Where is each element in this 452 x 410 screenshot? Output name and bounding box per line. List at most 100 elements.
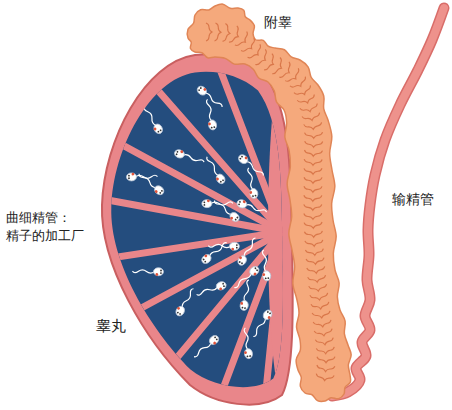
sperm-eye [234,218,237,221]
sperm-cell [239,279,253,311]
epididymis-coil [304,122,323,130]
sperm-cell [195,84,224,110]
sperm-eye [199,87,202,90]
sperm-head [262,308,274,321]
sperm-cell [250,308,274,338]
sperm-eye [222,179,224,181]
sperm-tail [135,175,157,178]
epididymis-coil [300,104,319,114]
sperm-cap [244,156,248,160]
epididymis-axis [205,32,326,385]
sperm-cap [208,122,211,125]
sperm-tail [196,286,218,296]
sperm-cell [212,197,241,223]
epididymis-coil [302,113,321,123]
sperm-head [244,348,253,359]
sperm-head [215,280,227,291]
sperm-cell [141,105,164,136]
epididymis-coil [307,266,325,274]
epididymis-coil [272,58,285,77]
epididymis-coil [304,204,322,210]
sperm-head [228,211,241,224]
sperm-cell [126,173,157,181]
sperm-tail [243,280,250,302]
sperm-head [239,300,249,311]
sperm-eye [265,277,267,279]
sperm-head [200,253,213,265]
sperm-tail [183,154,205,164]
sperm-cap [239,256,243,260]
sperm-tail [244,328,250,350]
sperm-cap [153,127,157,131]
sperm-eye [176,151,178,153]
part-label: 附睾 [264,13,292,32]
sperm-eye [161,190,164,193]
epididymis-coil [308,275,327,283]
sperm-eye [267,277,269,279]
sperm-cap [207,199,210,202]
epididymis-coil [315,338,334,346]
sperm-eye [236,247,238,249]
sperm-head [208,119,218,130]
sperm-tail [209,242,228,258]
sperm-eye [256,269,259,272]
epididymis-coil [294,85,313,98]
epididymis-coil [305,240,323,247]
sperm-eye [159,129,161,131]
sperm-eye [216,338,219,341]
part-label: 输精管 [392,190,434,209]
part-label: 睾丸 [96,316,126,336]
sperm-eye [249,355,251,357]
sperm-cell [136,171,165,197]
sperm-cell [191,334,220,360]
sperm-head [195,84,208,97]
sperm-eye [214,336,217,339]
sperm-eye [179,313,181,315]
sperm-head [237,153,250,166]
sperm-eye [202,258,205,261]
lobule-group [80,30,300,410]
sperm-tail [208,244,230,248]
sperm-eye [254,267,257,270]
sperm-tail [181,288,195,308]
sperm-cell [174,287,197,318]
sperm-head [248,265,261,278]
epididymis-coil [229,26,242,45]
sperm-head [236,254,248,267]
epididymis-coil [241,38,258,55]
sperm-tail [206,99,213,121]
sperm-cell [202,199,233,207]
epididymis-coil [311,302,330,310]
sperm-cap [253,272,257,276]
sperm-eye [213,126,215,128]
sperm-cap [231,248,234,251]
sperm-tail [204,92,223,108]
epididymis-coil [306,258,324,265]
sperm-head [126,173,136,181]
sperm-head [153,184,166,197]
epididymis-coil [304,213,322,219]
sperm-head [153,268,163,276]
sperm-eye [176,153,178,155]
vas-deferens-outline [332,8,444,396]
sperm-tail [245,161,264,177]
sperm-cell [173,148,205,166]
epididymis-coil [297,94,316,105]
sperm-eye [236,216,239,219]
sperm-cap [155,273,158,276]
sperm-cap [177,306,181,310]
sperm-tail [206,156,220,176]
sperm-eye [159,192,162,195]
sperm-tail [243,237,257,257]
sperm-eye [269,312,271,314]
sperm-eye [220,180,222,182]
septum [85,232,282,262]
sperm-cell [259,250,271,282]
sperm-head [174,305,186,318]
vas-deferens [332,8,444,396]
sperm-head [202,200,212,208]
sperm-eye [160,272,162,274]
sperm-tail [193,341,212,357]
epididymis-coil [316,374,335,382]
